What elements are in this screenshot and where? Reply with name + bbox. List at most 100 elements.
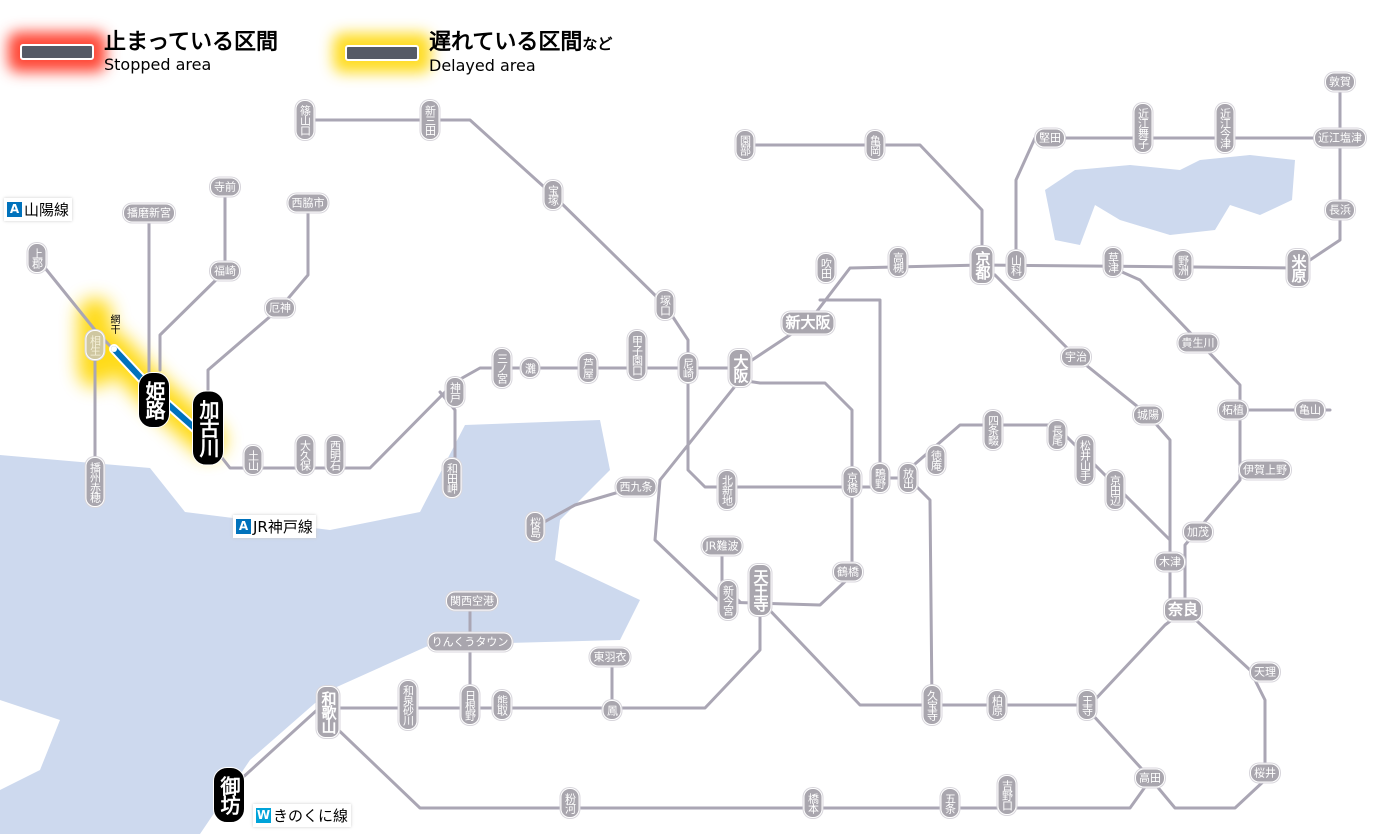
- aboshi-terminal: [111, 346, 117, 352]
- station-omiimazu[interactable]: 近江今津: [1215, 103, 1235, 153]
- station-matsuiyamate[interactable]: 松井山手: [1075, 435, 1095, 485]
- station-yoshinoguchi[interactable]: 吉野口: [997, 775, 1017, 815]
- station-tokuan[interactable]: 徳庵: [926, 445, 946, 475]
- station-nagahama[interactable]: 長浜: [1325, 200, 1355, 220]
- station-kashiwara[interactable]: 柏原: [987, 690, 1007, 720]
- station-tenri[interactable]: 天理: [1250, 662, 1280, 682]
- station-wadamisaki[interactable]: 和田岬: [442, 458, 462, 498]
- station-tsuruga[interactable]: 敦賀: [1325, 72, 1355, 92]
- line-label-sanyo[interactable]: A 山陽線: [4, 198, 73, 221]
- station-nagao[interactable]: 長尾: [1047, 420, 1067, 450]
- osaka-loop-line: [653, 378, 854, 607]
- station-otori[interactable]: 鳳: [602, 700, 622, 720]
- station-kyuhoji[interactable]: 久宝寺: [922, 685, 942, 725]
- legend-stopped-en: Stopped area: [104, 55, 212, 74]
- legend-delayed-jp: 遅れている区間: [429, 30, 583, 55]
- osaka-bay: [0, 420, 640, 834]
- station-takatsuki[interactable]: 高槻: [888, 247, 908, 277]
- station-okubo[interactable]: 大久保: [295, 435, 315, 475]
- station-kanku[interactable]: 関西空港: [446, 591, 498, 611]
- station-shigino[interactable]: 鴫野: [870, 463, 890, 493]
- station-fukusaki[interactable]: 福崎: [210, 261, 240, 281]
- station-nishiakashi[interactable]: 西明石: [325, 435, 345, 475]
- station-takarazuka[interactable]: 宝塚: [543, 180, 563, 210]
- station-gobo[interactable]: 御坊: [213, 767, 245, 823]
- station-omishiotsu[interactable]: 近江塩津: [1314, 128, 1366, 148]
- station-jrnamba[interactable]: JR難波: [701, 536, 743, 556]
- station-tsuchiyama[interactable]: 土山: [243, 445, 263, 475]
- station-oji[interactable]: 王寺: [1077, 690, 1097, 720]
- station-tsuge[interactable]: 柘植: [1218, 400, 1248, 420]
- station-teramae[interactable]: 寺前: [210, 177, 240, 197]
- station-yamashina[interactable]: 山科: [1006, 250, 1026, 280]
- station-izumisunagawa[interactable]: 和泉砂川: [398, 680, 418, 730]
- station-sakurai[interactable]: 桜井: [1250, 763, 1280, 783]
- water: [0, 155, 1295, 834]
- station-gojo[interactable]: 五条: [940, 788, 960, 818]
- station-maibara[interactable]: 米原: [1286, 249, 1310, 287]
- station-aioi[interactable]: 相生: [85, 330, 105, 360]
- station-nada[interactable]: 灘: [520, 358, 540, 378]
- station-suita[interactable]: 吹田: [816, 253, 836, 283]
- station-sonobe[interactable]: 園部: [735, 130, 755, 160]
- station-nishikujo[interactable]: 西九条: [615, 477, 657, 497]
- station-rinku[interactable]: りんくうタウン: [427, 632, 513, 652]
- station-shinoyamaguchi[interactable]: 篠山口: [295, 100, 315, 140]
- station-tsuruhashi[interactable]: 鶴橋: [833, 562, 863, 582]
- station-aboshi[interactable]: 網干: [108, 314, 119, 334]
- station-kokawa[interactable]: 粉河: [560, 788, 580, 818]
- station-osaka[interactable]: 大阪: [728, 349, 752, 387]
- station-wakayama[interactable]: 和歌山: [316, 686, 340, 738]
- station-kyotanabe[interactable]: 京田辺: [1105, 470, 1125, 510]
- station-kakogawa[interactable]: 加古川: [192, 390, 224, 466]
- wadamisaki-line: [438, 390, 457, 482]
- station-tsukaguchi[interactable]: 塚口: [655, 290, 675, 320]
- station-hanaten[interactable]: 放出: [898, 463, 918, 493]
- station-shinsanda[interactable]: 新三田: [420, 100, 440, 140]
- legend-delayed: 遅れている区間など Delayed area: [345, 30, 612, 75]
- station-shinosaka[interactable]: 新大阪: [781, 311, 835, 335]
- station-katata[interactable]: 堅田: [1035, 128, 1065, 148]
- station-yasu[interactable]: 野洲: [1173, 250, 1193, 280]
- yumesaki-line: [533, 485, 638, 529]
- station-takada[interactable]: 高田: [1135, 768, 1165, 788]
- station-kitashinchi[interactable]: 北新地: [717, 470, 737, 510]
- station-himeji[interactable]: 姫路: [138, 372, 170, 428]
- station-higashihagoromo[interactable]: 東羽衣: [589, 647, 631, 667]
- line-label-kinokuni[interactable]: W きのくに線: [253, 804, 352, 827]
- station-nishiwakishi[interactable]: 西脇市: [287, 193, 329, 213]
- station-kameyama[interactable]: 亀山: [1295, 400, 1325, 420]
- kusatsu-kansai-line: [1111, 266, 1242, 612]
- station-sannomiya[interactable]: 三ノ宮: [492, 348, 512, 388]
- bantan-line: [158, 185, 227, 372]
- station-shinimamiya[interactable]: 新今宮: [718, 580, 738, 620]
- station-shijonawate[interactable]: 四条畷: [983, 410, 1003, 450]
- station-ashiya[interactable]: 芦屋: [578, 353, 598, 383]
- station-uji[interactable]: 宇治: [1061, 347, 1091, 367]
- station-yakujin[interactable]: 厄神: [265, 298, 295, 318]
- station-kyoto[interactable]: 京都: [970, 246, 994, 284]
- line-label-kobe[interactable]: A JR神戸線: [233, 515, 316, 538]
- station-joyo[interactable]: 城陽: [1133, 405, 1163, 425]
- station-kizu[interactable]: 木津: [1155, 552, 1185, 572]
- station-kyobashi[interactable]: 京橋: [842, 467, 862, 497]
- station-kamigori[interactable]: 上郡: [27, 243, 47, 273]
- station-igaueno[interactable]: 伊賀上野: [1239, 460, 1291, 480]
- station-kameoka[interactable]: 亀岡: [865, 130, 885, 160]
- station-kibukawa[interactable]: 貴生川: [1177, 333, 1219, 353]
- station-sakurajima[interactable]: 桜島: [525, 512, 545, 542]
- station-banshuako[interactable]: 播州赤穂: [85, 457, 105, 507]
- station-kusatsu[interactable]: 草津: [1103, 247, 1123, 277]
- station-hineno[interactable]: 日根野: [460, 685, 480, 725]
- legend-delayed-en: Delayed area: [429, 56, 536, 75]
- station-kobe[interactable]: 神戸: [445, 377, 465, 407]
- station-kumatori[interactable]: 熊取: [492, 690, 512, 720]
- station-kamo[interactable]: 加茂: [1183, 522, 1213, 542]
- station-amagasaki[interactable]: 尼崎: [678, 353, 698, 383]
- station-harimashingu[interactable]: 播磨新宮: [123, 203, 175, 223]
- station-tennoji[interactable]: 天王寺: [748, 564, 772, 616]
- station-omimaiko[interactable]: 近江舞子: [1133, 103, 1153, 153]
- station-hashimoto[interactable]: 橋本: [803, 788, 823, 818]
- station-koshienguchi[interactable]: 甲子園口: [627, 330, 647, 380]
- station-nara[interactable]: 奈良: [1163, 598, 1203, 622]
